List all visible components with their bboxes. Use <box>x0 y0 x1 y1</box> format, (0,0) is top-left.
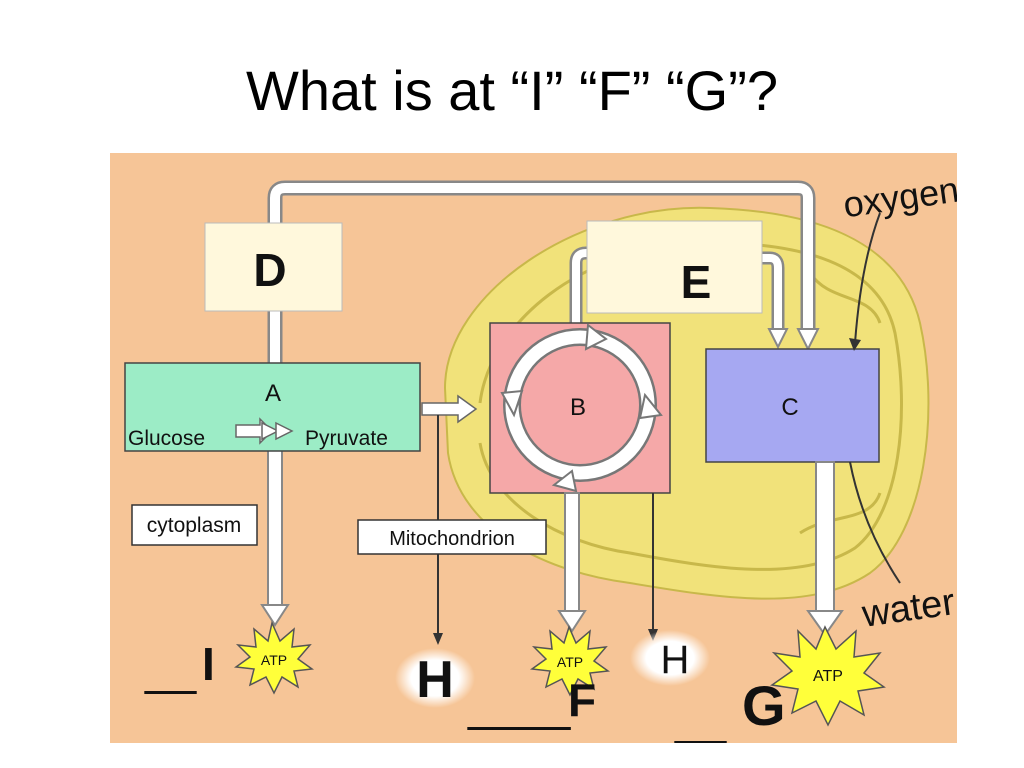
h-right-glow <box>630 630 710 686</box>
oxygen-arrow <box>849 212 881 351</box>
box-b-label: B <box>570 394 586 421</box>
electron-carrier-pipe <box>267 180 820 368</box>
diagram-svg: D E A Glucose Pyruvate B <box>110 153 961 745</box>
a-to-b-arrow <box>421 394 478 424</box>
blank-g-letter: G <box>742 674 786 737</box>
box-d-label: D <box>253 244 286 296</box>
water-arrow <box>849 461 901 584</box>
atp-star-right: ATP <box>770 625 886 727</box>
e-to-c-pipe <box>760 251 789 350</box>
atp-left-label: ATP <box>261 652 287 668</box>
box-e-label: E <box>681 256 712 308</box>
b-to-e-pipe <box>569 246 590 323</box>
h-left-glow <box>395 648 475 708</box>
box-e <box>586 220 763 314</box>
box-a <box>124 362 421 452</box>
blank-i-letter: I <box>202 638 215 690</box>
atp-star-left: ATP <box>233 620 315 695</box>
krebs-cycle-arrowheads <box>500 323 663 493</box>
blank-f-letter: F <box>568 674 596 726</box>
slide-title: What is at “I” “F” “G”? <box>246 59 778 122</box>
box-c <box>705 348 880 463</box>
blank-i-line: __ <box>144 643 198 695</box>
box-c-label: C <box>781 394 798 421</box>
cytoplasm-label: cytoplasm <box>147 514 242 537</box>
mitochondrion-label: Mitochondrion <box>389 528 515 550</box>
b-to-atp-arrow <box>557 492 587 633</box>
pyruvate-label: Pyruvate <box>305 427 388 450</box>
cytoplasm-label-box <box>131 504 258 546</box>
atp-middle-label: ATP <box>557 654 583 670</box>
box-a-label: A <box>265 380 281 407</box>
atp-right-label: ATP <box>813 668 843 685</box>
h-left-label: H <box>416 651 454 709</box>
mitochondrion-label-box <box>357 519 547 555</box>
atp-star-middle: ATP <box>529 624 611 697</box>
cellular-respiration-diagram: D E A Glucose Pyruvate B <box>110 153 961 745</box>
h-right-label: H <box>661 638 690 682</box>
c-to-atp-arrow <box>806 461 844 637</box>
blank-g-line: __ <box>674 693 728 743</box>
glucose-label: Glucose <box>128 427 205 450</box>
glycolysis-arrows <box>235 417 294 445</box>
blank-f-line: ____ <box>467 679 572 731</box>
box-d <box>204 222 343 312</box>
